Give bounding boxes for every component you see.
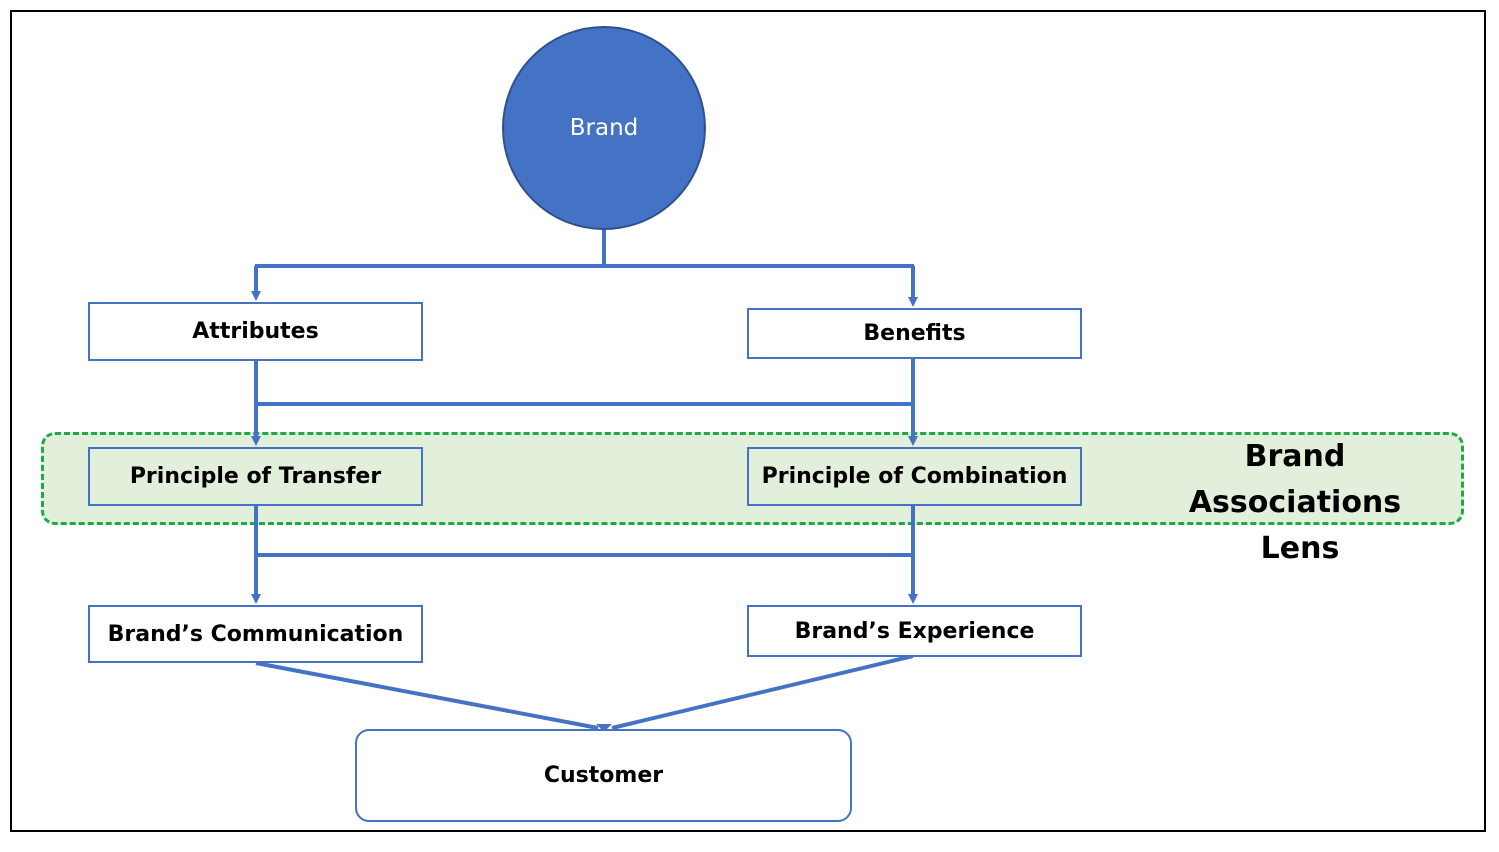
brands-communication-node: Brand’s Communication [88, 605, 423, 663]
brand-node-label: Brand [569, 115, 639, 141]
principle-of-transfer-node: Principle of Transfer [88, 447, 423, 506]
benefits-node: Benefits [747, 308, 1082, 359]
attributes-node: Attributes [88, 302, 423, 361]
customer-node: Customer [355, 729, 852, 822]
principle-of-combination-node: Principle of Combination [747, 447, 1082, 506]
brand-node: Brand [502, 26, 706, 230]
customer-label: Customer [543, 763, 664, 788]
brands-experience-label: Brand’s Experience [794, 618, 1035, 644]
lens-label: Brand Associations Lens [1140, 434, 1450, 572]
lens-label-line-1: Brand Associations [1188, 439, 1402, 520]
principle-of-transfer-label: Principle of Transfer [129, 464, 382, 489]
principle-of-combination-label: Principle of Combination [761, 464, 1068, 489]
brands-experience-node: Brand’s Experience [747, 605, 1082, 657]
diagram-frame [10, 10, 1486, 832]
attributes-label: Attributes [192, 319, 319, 344]
brands-communication-label: Brand’s Communication [107, 621, 404, 647]
benefits-label: Benefits [863, 321, 966, 346]
lens-label-line-2: Lens [1260, 531, 1340, 566]
